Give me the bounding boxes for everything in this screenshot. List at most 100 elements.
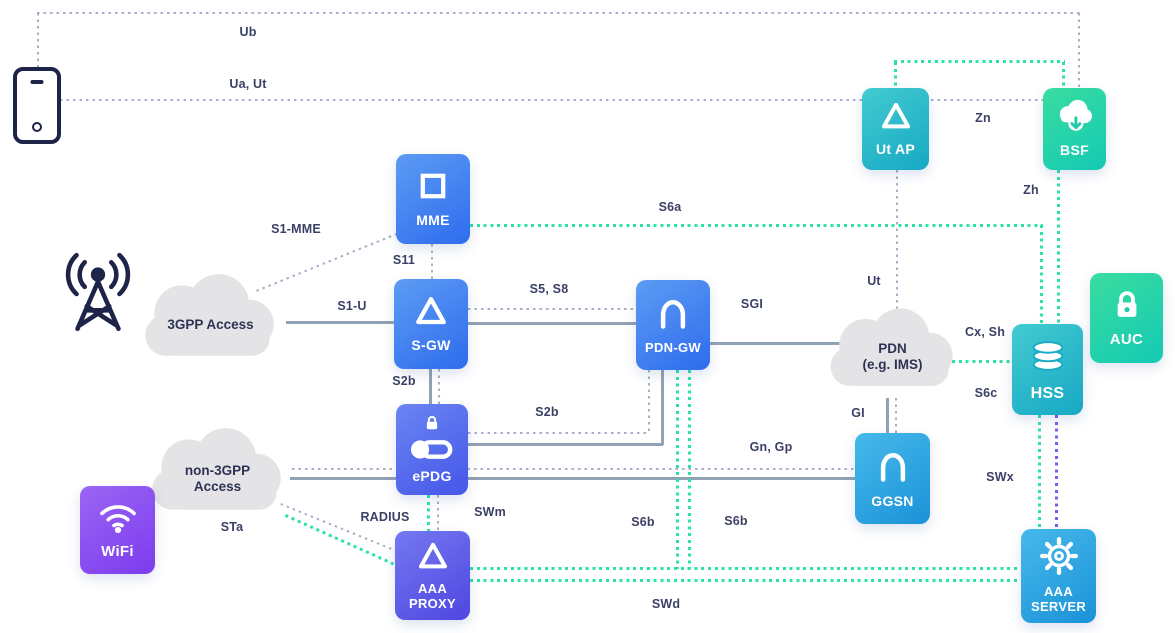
iface-label-swm: SWm [474,505,506,519]
line-s2b-mid-solid-v [661,370,664,445]
iface-label-s6c: S6c [974,386,998,400]
iface-label-zn: Zn [975,111,991,125]
iface-label-swx: SWx [986,470,1014,484]
node-hss: HSS [1012,324,1083,415]
iface-label-s6b-2: S6b [724,514,748,528]
lock-icon [1110,288,1144,327]
line-s2b-mid-solid-h [468,443,663,446]
line-ua-ut-zn [60,99,1043,101]
iface-label-zh: Zh [1023,183,1039,197]
iface-label-sta: STa [220,520,244,534]
line-s2b-mid-dotted-h [468,432,650,434]
line-s11 [431,244,433,279]
node-sgw-label: S-GW [411,337,451,354]
node-hss-label: HSS [1030,384,1065,402]
cloud-shape [152,428,281,510]
iface-label-s1-mme: S1-MME [271,222,321,236]
line-s6b-v1 [676,370,679,569]
line-s5s8-solid [468,322,636,325]
node-epdg: ePDG [396,404,468,495]
iface-label-radius: RADIUS [360,510,410,524]
iface-label-swd: SWd [651,597,681,611]
node-bsf: BSF [1043,88,1106,170]
iface-label-s1-u: S1-U [337,299,367,313]
database-icon [1029,337,1067,380]
node-aaa-proxy-label: AAA PROXY [408,580,456,611]
iface-label-s2b-mid: S2b [535,405,559,419]
line-s1-u [286,321,394,324]
iface-label-s5-s8: S5, S8 [529,282,569,296]
line-zh [1057,170,1060,324]
cloud-pdn-line1: PDN [878,340,907,356]
cloud-pdn: PDN (e.g. IMS) [815,300,970,402]
iface-label-s11: S11 [392,253,416,267]
line-sgi [710,342,855,345]
cloud-non-3gpp-access: non-3GPP Access [135,422,300,524]
line-swm [437,495,439,531]
triangle-icon [413,294,449,333]
cloud-shape [830,308,953,386]
line-s6b-h [470,567,1021,570]
line-s6b-v2 [688,370,691,569]
iface-label-s2b-left: S2b [392,374,416,388]
node-bsf-label: BSF [1060,142,1089,159]
node-pdn-gw: PDN-GW [636,280,710,370]
iface-label-ut: Ut [867,274,881,288]
line-utap-bsf-down [1062,62,1065,88]
key-icon [410,437,454,467]
line-s2b-mid-dotted-v [648,370,650,434]
line-swd-h [470,579,1021,582]
line-non3gpp-solid [290,477,855,480]
cloud-pdn-line2: (e.g. IMS) [862,357,923,373]
iface-label-ua-ut: Ua, Ut [229,77,267,91]
line-s6a-v [1040,225,1043,324]
node-auc: AUC [1090,273,1163,363]
smartphone-icon [13,67,61,144]
line-utap-bsf-across [894,60,1065,63]
node-aaa-server: AAA SERVER [1021,529,1096,623]
line-ub-across [37,12,1080,14]
arch-icon [654,295,692,336]
node-aaa-server-label: AAA SERVER [1030,584,1087,614]
line-s6a-h [470,224,1043,227]
line-non3gpp-dotted [292,468,855,470]
line-s2b-left-solid [429,369,432,404]
triangle-icon [879,100,913,137]
node-wifi-label: WiFi [101,542,134,560]
node-ggsn: GGSN [855,433,930,524]
node-aaa-proxy: AAA PROXY [395,531,470,620]
triangle-icon [416,540,450,577]
node-mme-label: MME [416,212,450,229]
line-gi-dotted [895,398,897,433]
mini-lock-icon [424,415,440,435]
line-utap-bsf-up [894,62,897,88]
iface-label-s6a: S6a [658,200,682,214]
line-cx-sh-s6c [952,360,1012,363]
node-sgw: S-GW [394,279,468,369]
arch-icon [874,448,912,489]
iface-label-gi: GI [851,406,865,420]
wifi-icon [96,500,140,539]
node-ggsn-label: GGSN [871,492,914,509]
cloud-non-3gpp-access-label: non-3GPP Access [184,462,251,495]
gear-icon [1039,537,1078,580]
node-ut-ap-label: Ut AP [875,141,916,158]
phone-speaker [30,80,44,84]
node-pdn-gw-label: PDN-GW [645,339,701,355]
line-swx-green [1038,415,1041,529]
iface-label-gn-gp: Gn, Gp [749,440,793,454]
cloud-download-icon [1055,99,1095,138]
line-s5s8-dotted [468,308,636,310]
line-swx-purple [1055,415,1058,529]
iface-label-s6b-1: S6b [631,515,655,529]
cloud-3gpp-access: 3GPP Access [128,268,293,370]
node-epdg-label: ePDG [412,467,452,484]
iface-label-sgi: SGI [740,297,764,311]
line-ut [896,170,898,332]
node-wifi: WiFi [80,486,155,574]
line-ub-up [37,13,39,67]
line-gi-solid [886,398,889,433]
node-mme: MME [396,154,470,244]
iface-label-ub: Ub [239,25,257,39]
